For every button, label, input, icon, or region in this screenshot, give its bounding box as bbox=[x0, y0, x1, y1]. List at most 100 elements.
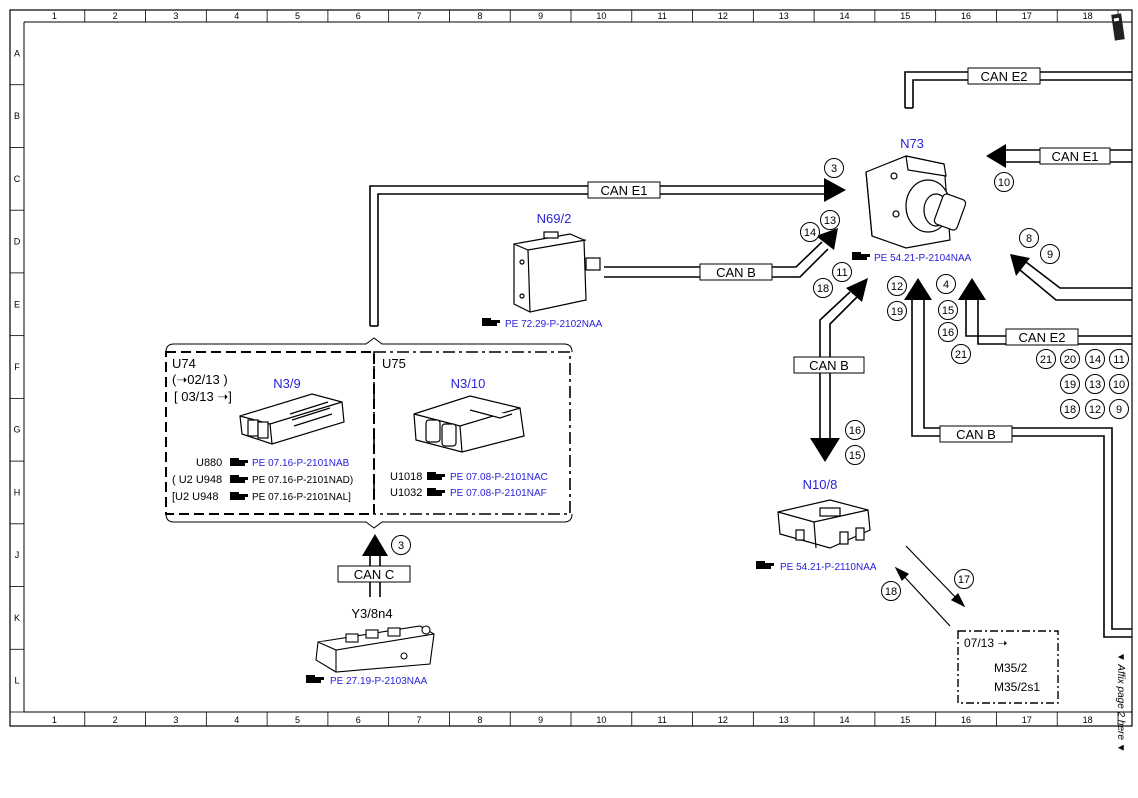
can-e2-mid-line-b bbox=[977, 300, 1132, 345]
callout-number: 19 bbox=[1064, 379, 1076, 391]
can-e1-right-label: CAN E1 bbox=[1052, 149, 1099, 164]
callout-g14: 14 bbox=[1085, 349, 1105, 369]
callout-number: 13 bbox=[824, 215, 836, 227]
grid-column-label: 17 bbox=[1022, 11, 1032, 21]
u74-row2-ref[interactable]: PE 07.16-P-2101NAD) bbox=[252, 475, 353, 486]
grid-column-label: 10 bbox=[596, 11, 606, 21]
n10-8-module-drawing bbox=[777, 499, 871, 549]
arrow-can-b-n69 bbox=[816, 228, 838, 250]
n69-2-ref-text: PE 72.29-P-2102NAA bbox=[505, 319, 603, 330]
arrow-can-c-up bbox=[362, 534, 388, 556]
callout-number: 9 bbox=[1116, 404, 1122, 416]
grid-column-label: 3 bbox=[173, 11, 178, 21]
arrow-can-b-down bbox=[810, 438, 840, 462]
callout-number: 14 bbox=[804, 227, 816, 239]
arrow-can-b-up bbox=[846, 278, 868, 302]
u75-row2-ref[interactable]: PE 07.08-P-2101NAF bbox=[450, 488, 547, 499]
u74-date2: [ 03/13 ➝] bbox=[174, 389, 232, 404]
grid-column-label: 16 bbox=[961, 11, 971, 21]
u74-row3-ref[interactable]: PE 07.16-P-2101NAL] bbox=[252, 492, 351, 503]
callout-c14: 14 bbox=[800, 222, 820, 242]
grid-column-label: 11 bbox=[657, 11, 666, 21]
u75-ref-list: U1018 PE 07.08-P-2101NAC U1032 PE 07.08-… bbox=[390, 471, 548, 499]
y3-8n4-label: Y3/8n4 bbox=[351, 606, 392, 621]
callout-number: 4 bbox=[943, 279, 949, 291]
u75-row2-code: U1032 bbox=[390, 487, 422, 499]
arrow-can-e1-right bbox=[986, 144, 1006, 168]
callout-number: 14 bbox=[1089, 354, 1101, 366]
callout-number: 21 bbox=[955, 349, 967, 361]
can-line-e-b bbox=[1019, 269, 1132, 301]
callout-c4: 4 bbox=[936, 274, 956, 294]
grid-column-label: 2 bbox=[113, 715, 118, 725]
hand-pointer-icon bbox=[427, 488, 445, 496]
grid-column-label: 12 bbox=[718, 715, 728, 725]
can-e1-main-line-a bbox=[369, 185, 826, 326]
grid-row-label: F bbox=[14, 362, 20, 372]
y3-8n4-ref-text: PE 27.19-P-2103NAA bbox=[330, 676, 428, 687]
can-c-label: CAN C bbox=[354, 567, 394, 582]
u75-row1-code: U1018 bbox=[390, 471, 422, 483]
can-e1-main-label: CAN E1 bbox=[601, 183, 648, 198]
callout-g9: 9 bbox=[1109, 399, 1129, 419]
n73-ref[interactable]: PE 54.21-P-2104NAA bbox=[852, 252, 972, 264]
callout-number: 12 bbox=[1089, 404, 1101, 416]
n10-8-ref[interactable]: PE 54.21-P-2110NAA bbox=[756, 561, 877, 573]
grid-column-label: 16 bbox=[961, 715, 971, 725]
grid-column-label: 7 bbox=[417, 11, 422, 21]
n69-2-module-drawing bbox=[513, 231, 601, 313]
callout-c21: 21 bbox=[951, 344, 971, 364]
callout-c15-low: 15 bbox=[845, 445, 865, 465]
n10-8-label: N10/8 bbox=[803, 477, 838, 492]
grid-column-label: 10 bbox=[596, 715, 606, 725]
callout-g11: 11 bbox=[1109, 349, 1129, 369]
callout-c19: 19 bbox=[887, 301, 907, 321]
callout-c18-n73: 18 bbox=[813, 278, 833, 298]
callout-c8: 8 bbox=[1019, 228, 1039, 248]
grid-column-label: 3 bbox=[173, 715, 178, 725]
callout-c3-top: 3 bbox=[824, 158, 844, 178]
callout-number: 3 bbox=[831, 163, 837, 175]
m35-box bbox=[957, 630, 1059, 704]
arrow-line-e bbox=[1010, 254, 1030, 276]
grid-column-label: 6 bbox=[356, 11, 361, 21]
can-e2-top-line-b bbox=[912, 79, 1132, 108]
n69-2-label: N69/2 bbox=[537, 211, 572, 226]
callout-c15: 15 bbox=[938, 300, 958, 320]
u74-row1-ref[interactable]: PE 07.16-P-2101NAB bbox=[252, 458, 350, 469]
u74-box bbox=[165, 351, 375, 515]
callout-number: 3 bbox=[398, 540, 404, 552]
grid-column-label: 18 bbox=[1083, 715, 1093, 725]
affix-page-note: ▼ Affix page 2 here ▼ bbox=[1114, 650, 1130, 790]
can-b-lower-line-a bbox=[911, 300, 1132, 638]
grid-column-label: 8 bbox=[477, 715, 482, 725]
y3-8n4-ref[interactable]: PE 27.19-P-2103NAA bbox=[306, 675, 428, 687]
arrow-can-b-lower-up bbox=[904, 278, 932, 300]
can-b-lower-label: CAN B bbox=[956, 427, 996, 442]
grid-column-label: 6 bbox=[356, 715, 361, 725]
grid-column-label: 9 bbox=[538, 11, 543, 21]
callout-c9: 9 bbox=[1040, 244, 1060, 264]
u74-row3-code: [U2 U948 bbox=[172, 491, 218, 503]
callout-c10: 10 bbox=[994, 172, 1014, 192]
callout-number: 20 bbox=[1064, 354, 1076, 366]
bus-label-boxes: CAN E2 CAN E1 CAN E1 CAN B CAN B CAN E2 … bbox=[337, 67, 1111, 583]
m35-signal-arrows bbox=[894, 545, 966, 627]
hand-pointer-icon bbox=[230, 458, 248, 466]
grid-column-label: 1 bbox=[52, 11, 57, 21]
m35-line2: M35/2s1 bbox=[994, 680, 1040, 694]
hand-pointer-icon bbox=[306, 675, 324, 683]
u75-row1-ref[interactable]: PE 07.08-P-2101NAC bbox=[450, 472, 548, 483]
grid-column-label: 5 bbox=[295, 715, 300, 725]
n3-10-label: N3/10 bbox=[451, 376, 486, 391]
n69-2-ref[interactable]: PE 72.29-P-2102NAA bbox=[482, 318, 603, 330]
grid-column-label: 15 bbox=[900, 11, 910, 21]
n73-ref-text: PE 54.21-P-2104NAA bbox=[874, 253, 972, 264]
n3-9-ecu-drawing bbox=[239, 393, 345, 445]
callout-c11: 11 bbox=[832, 262, 852, 282]
can-b-vertical-label: CAN B bbox=[809, 358, 849, 373]
u74-ref-list: U880 PE 07.16-P-2101NAB ( U2 U948 PE 07.… bbox=[172, 457, 353, 503]
